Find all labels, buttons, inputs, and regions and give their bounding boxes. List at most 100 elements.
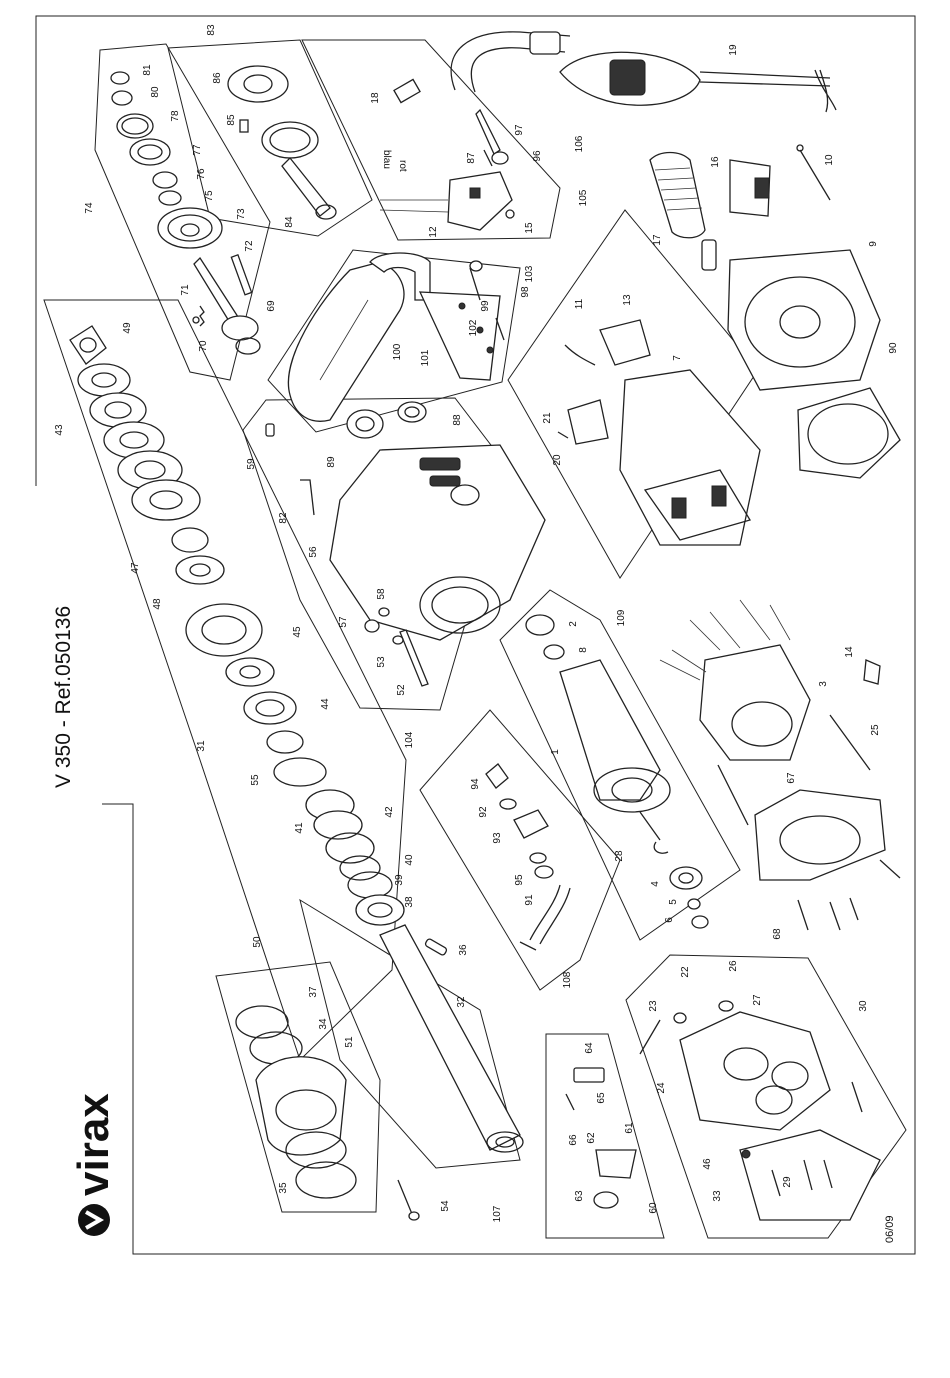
part-75-ring xyxy=(158,190,182,206)
part-number-7: 7 xyxy=(672,355,683,361)
part-number-98: 98 xyxy=(520,286,531,298)
part-number-85: 85 xyxy=(226,114,237,126)
part-number-81: 81 xyxy=(142,64,153,76)
part-18-clip xyxy=(393,78,421,104)
part-number-99: 99 xyxy=(480,300,491,312)
part-number-59: 59 xyxy=(246,458,257,470)
part-number-80: 80 xyxy=(150,86,161,98)
part-number-43: 43 xyxy=(54,424,65,436)
brand-logo-text: virax xyxy=(69,1093,118,1196)
part-number-31: 31 xyxy=(196,740,207,752)
part-number-18: 18 xyxy=(370,92,381,104)
part-number-15: 15 xyxy=(524,222,535,234)
part-number-73: 73 xyxy=(236,208,247,220)
part-54-screw xyxy=(397,1179,413,1215)
part-95-oring xyxy=(534,865,554,879)
part-49-nut xyxy=(69,325,107,365)
part-number-33: 33 xyxy=(712,1190,723,1202)
part-7-field-housing xyxy=(619,369,761,546)
part-number-16: 16 xyxy=(710,156,721,168)
part-94-valve xyxy=(485,763,509,789)
part-number-11: 11 xyxy=(574,298,585,309)
part-number-32: 32 xyxy=(456,996,467,1008)
part-21-screw xyxy=(557,431,569,439)
part-number-50: 50 xyxy=(252,936,263,948)
part-number-35: 35 xyxy=(278,1182,289,1194)
part-10-screw xyxy=(799,149,831,201)
part-number-101: 101 xyxy=(420,349,431,366)
part-57-plug xyxy=(364,619,380,633)
part-number-91: 91 xyxy=(524,894,535,906)
brand-logo: virax xyxy=(69,1093,118,1236)
part-69-pinion xyxy=(221,315,259,341)
part-number-86: 86 xyxy=(212,72,223,84)
part-number-22: 22 xyxy=(680,966,691,978)
part-89-bearing xyxy=(346,409,384,439)
part-number-102: 102 xyxy=(468,319,479,336)
group-box-30 xyxy=(625,954,907,1239)
part-number-1: 1 xyxy=(550,749,561,755)
part-number-78: 78 xyxy=(170,110,181,122)
part-99-screw xyxy=(469,267,481,301)
part-101-bracket xyxy=(418,291,501,381)
part-81-ring xyxy=(110,71,130,85)
part-number-76: 76 xyxy=(196,168,207,180)
part-80-ring xyxy=(111,90,133,106)
part-44-coupling xyxy=(243,691,297,725)
part-number-49: 49 xyxy=(122,322,133,334)
chuck-group-50 xyxy=(235,1005,420,1221)
part-number-2: 2 xyxy=(568,621,579,627)
part-number-95: 95 xyxy=(514,874,525,886)
part-number-92: 92 xyxy=(478,806,489,818)
part-20-plate xyxy=(567,399,609,445)
part-70-ball xyxy=(192,316,200,324)
part-58-oring xyxy=(378,607,390,617)
part-number-17: 17 xyxy=(652,234,663,246)
part-number-38: 38 xyxy=(404,896,415,908)
part-number-23: 23 xyxy=(648,1000,659,1012)
part-number-12: 12 xyxy=(428,226,439,238)
part-4-bearing xyxy=(669,866,703,890)
part-67-cover xyxy=(754,789,886,881)
part-61-knob xyxy=(595,1149,637,1179)
part-91-hose xyxy=(529,884,561,941)
part-number-3: 3 xyxy=(818,681,829,687)
part-number-4: 4 xyxy=(650,881,661,887)
part-number-47: 47 xyxy=(130,562,141,574)
part-number-96: 96 xyxy=(532,150,543,162)
group-box-74 xyxy=(94,43,271,381)
part-72-key xyxy=(230,254,253,296)
part-number-82: 82 xyxy=(278,512,289,524)
drawing-frame xyxy=(35,15,916,1255)
part-number-90: 90 xyxy=(888,342,899,354)
part-92-washer xyxy=(499,798,517,810)
water-connector-group xyxy=(485,763,571,951)
part-number-34: 34 xyxy=(318,1018,329,1030)
wire-label-red: rot xyxy=(397,160,408,172)
part-number-107: 107 xyxy=(492,1205,503,1222)
part-number-72: 72 xyxy=(244,240,255,252)
part-number-25: 25 xyxy=(870,724,881,736)
brand-logo-icon xyxy=(78,1204,110,1236)
part-number-51: 51 xyxy=(344,1036,355,1048)
part-number-70: 70 xyxy=(198,340,209,352)
part-77-gear xyxy=(129,138,171,166)
part-16-electronic-module xyxy=(729,159,771,217)
part-number-39: 39 xyxy=(394,874,405,886)
part-number-108: 108 xyxy=(562,971,573,988)
group-box-32 xyxy=(299,898,521,1169)
part-number-67: 67 xyxy=(786,772,797,784)
part-number-84: 84 xyxy=(284,216,295,228)
part-22-screw xyxy=(673,1012,687,1024)
field-coil-group xyxy=(557,319,761,546)
part-14-brush xyxy=(863,659,881,685)
part-number-21: 21 xyxy=(542,412,553,424)
part-73-gear xyxy=(157,207,223,249)
part-number-58: 58 xyxy=(376,588,387,600)
part-100-handle xyxy=(287,261,405,422)
part-43-spring-stack xyxy=(77,363,131,397)
part-102-screw xyxy=(495,317,505,341)
part-number-13: 13 xyxy=(622,294,633,306)
handle-group xyxy=(287,252,505,422)
part-82-key xyxy=(300,479,315,516)
